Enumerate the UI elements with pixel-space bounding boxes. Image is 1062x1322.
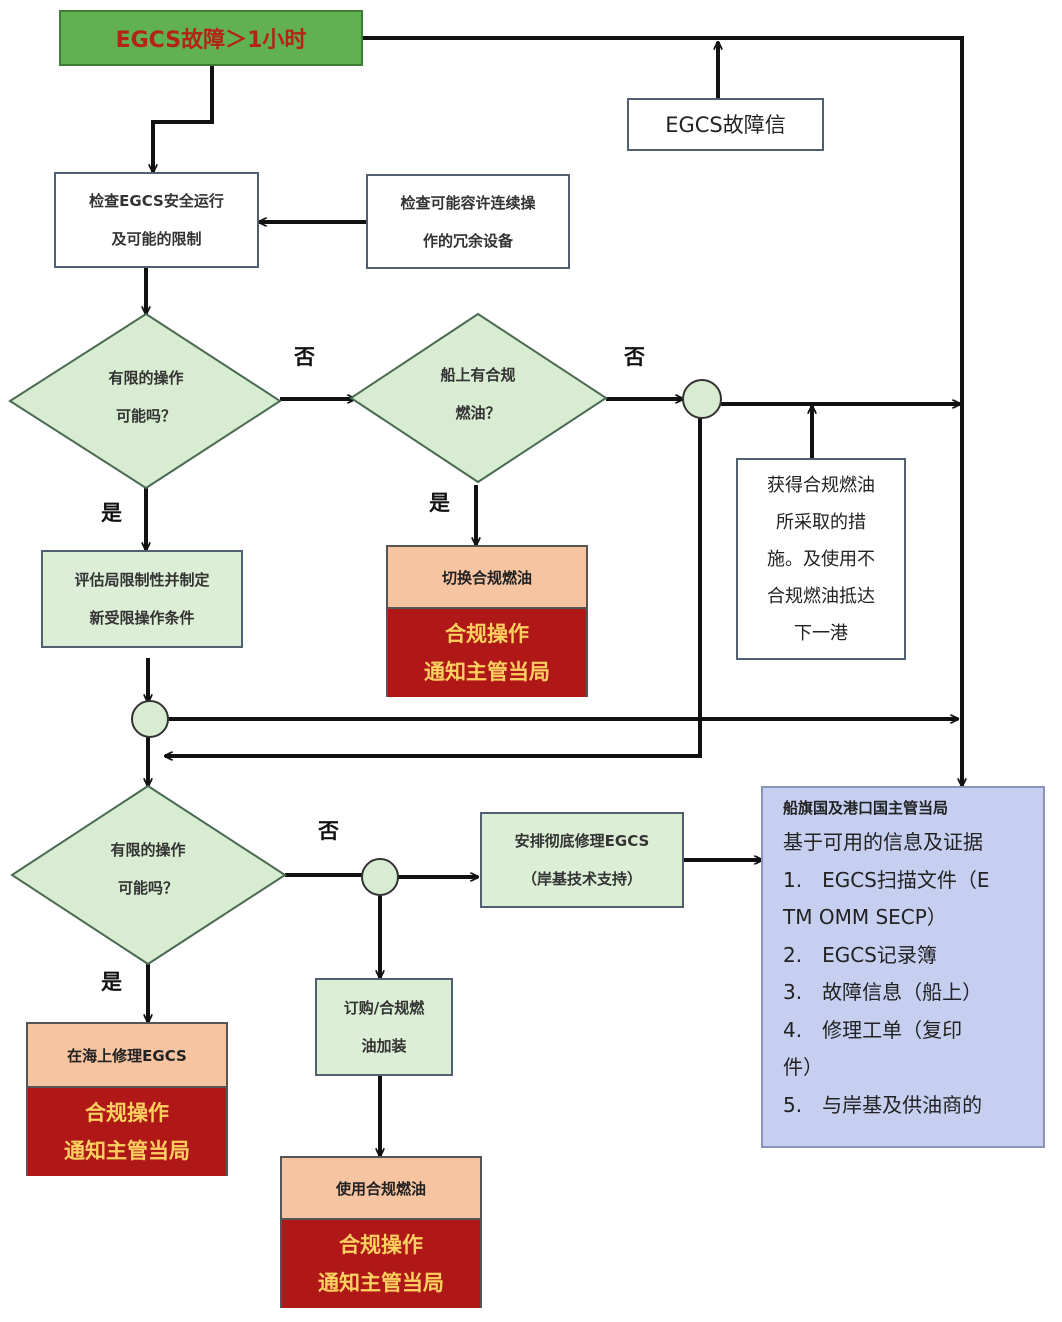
authority-line-8: 5. 与岸基及供油商的	[783, 1092, 983, 1117]
redundant-line-2: 作的冗余设备	[422, 231, 513, 250]
assess-line-2: 新受限操作条件	[89, 609, 195, 627]
diamond3-line-1: 有限的操作	[110, 841, 186, 859]
diamond3-label: 有限的操作 可能吗？	[68, 831, 228, 907]
authority-line-5: 3. 故障信息（船上）	[783, 980, 983, 1004]
measures-line-1: 获得合规燃油	[767, 474, 875, 496]
yes-label-2: 是	[429, 491, 450, 515]
use-fuel-title: 使用合规燃油	[282, 1158, 480, 1220]
check-line-2: 及可能的限制	[111, 230, 202, 248]
redundant-line-1: 检查可能容许连续操	[400, 193, 536, 212]
measures-line-4: 合规燃油抵达	[767, 585, 875, 607]
no-label-2: 否	[624, 345, 645, 369]
decision-diamond-1	[8, 312, 282, 490]
sea-repair-box: 在海上修理EGCS 合规操作 通知主管当局	[26, 1022, 228, 1176]
measures-box: 获得合规燃油 所采取的措 施。及使用不 合规燃油抵达 下一港	[736, 458, 906, 660]
diamond1-line-1: 有限的操作	[108, 369, 184, 387]
junction-circle-1	[682, 379, 722, 419]
yes-label-3: 是	[101, 970, 122, 994]
order-line-1: 订购/合规燃	[343, 999, 425, 1017]
authority-line-7: 件）	[783, 1055, 823, 1079]
junction-circle-2	[131, 700, 169, 738]
assess-box: 评估局限制性并制定 新受限操作条件	[41, 550, 243, 648]
no-label-3: 否	[318, 819, 339, 843]
connector-circle1-return	[165, 418, 702, 756]
junction-circle-3	[361, 858, 399, 896]
switch-fuel-title: 切换合规燃油	[388, 547, 586, 609]
sea-repair-line-1: 合规操作	[85, 1101, 169, 1125]
sea-repair-result: 合规操作 通知主管当局	[28, 1088, 226, 1176]
use-fuel-result: 合规操作 通知主管当局	[282, 1220, 480, 1308]
switch-fuel-result: 合规操作 通知主管当局	[388, 609, 586, 697]
use-fuel-line-1: 合规操作	[339, 1233, 423, 1257]
authority-line-2: 1. EGCS扫描文件（E	[783, 867, 990, 892]
authority-line-6: 4. 修理工单（复印	[783, 1017, 963, 1042]
decision-diamond-3	[10, 784, 287, 966]
authority-line-3: TM OMM SECP）	[783, 905, 947, 929]
diamond2-line-2: 燃油？	[455, 404, 501, 422]
notify-text: EGCS故障信	[665, 112, 786, 137]
title-box: EGCS故障＞1小时	[59, 10, 363, 66]
check-line-1: 检查EGCS安全运行	[89, 192, 224, 210]
yes-label-1: 是	[101, 501, 122, 525]
authority-line-1: 基于可用的信息及证据	[783, 830, 983, 854]
title-text: EGCS故障＞1小时	[115, 28, 307, 53]
redundant-box: 检查可能容许连续操 作的冗余设备	[366, 174, 570, 269]
switch-fuel-line-2: 通知主管当局	[424, 660, 550, 684]
authority-box: 船旗国及港口国主管当局 基于可用的信息及证据 1. EGCS扫描文件（E TM …	[761, 786, 1045, 1148]
use-fuel-box: 使用合规燃油 合规操作 通知主管当局	[280, 1156, 482, 1308]
sea-repair-line-2: 通知主管当局	[64, 1139, 190, 1163]
decision-diamond-2	[349, 312, 608, 484]
use-fuel-line-2: 通知主管当局	[318, 1271, 444, 1295]
no-label-1: 否	[294, 345, 315, 369]
repair-box: 安排彻底修理EGCS （岸基技术支持）	[480, 812, 684, 908]
authority-line-4: 2. EGCS记录簿	[783, 942, 937, 967]
diamond2-line-1: 船上有合规	[440, 366, 516, 384]
measures-line-5: 下一港	[794, 622, 848, 644]
repair-line-1: 安排彻底修理EGCS	[514, 832, 650, 850]
switch-fuel-box: 切换合规燃油 合规操作 通知主管当局	[386, 545, 588, 697]
diamond1-label: 有限的操作 可能吗？	[66, 359, 226, 435]
connector-title-to-authority	[363, 36, 962, 786]
check-box: 检查EGCS安全运行 及可能的限制	[54, 172, 259, 268]
authority-header: 船旗国及港口国主管当局	[783, 799, 949, 817]
diamond3-line-2: 可能吗？	[117, 879, 178, 897]
measures-line-3: 施。及使用不	[767, 548, 875, 570]
order-line-2: 油加装	[361, 1037, 407, 1055]
connector-title-to-check	[153, 66, 214, 172]
sea-repair-title: 在海上修理EGCS	[28, 1024, 226, 1088]
repair-line-2: （岸基技术支持）	[521, 870, 642, 888]
diamond2-label: 船上有合规 燃油？	[398, 356, 558, 432]
notify-box: EGCS故障信	[627, 98, 824, 151]
switch-fuel-line-1: 合规操作	[445, 622, 529, 646]
assess-line-1: 评估局限制性并制定	[74, 571, 210, 589]
measures-line-2: 所采取的措	[776, 511, 866, 533]
diamond1-line-2: 可能吗？	[115, 407, 176, 425]
order-box: 订购/合规燃 油加装	[315, 978, 453, 1076]
